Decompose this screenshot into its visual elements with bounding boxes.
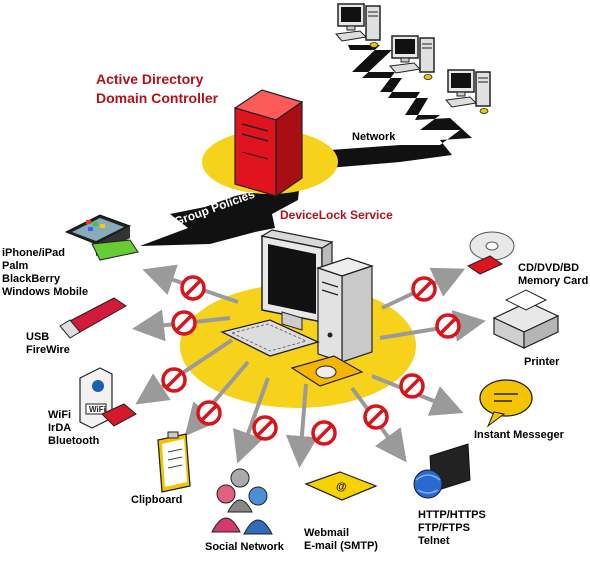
protocols-line2: FTP/FTPS — [418, 522, 470, 534]
network-label: Network — [352, 131, 396, 143]
active-directory-line2: Domain Controller — [96, 90, 219, 106]
wireless-line3: Bluetooth — [48, 435, 100, 447]
removable-media-label: CD/DVD/BD Memory Card — [518, 262, 588, 288]
wireless-line2: IrDA — [48, 422, 72, 434]
usb-label: USB FireWire — [26, 331, 70, 357]
globe-icon — [413, 443, 471, 499]
usb-line2: FireWire — [26, 344, 70, 356]
block-icon — [363, 404, 389, 430]
webmail-line1: Webmail — [304, 527, 350, 539]
instant-messenger-label: Instant Messeger — [474, 429, 564, 441]
protocols-line3: Telnet — [418, 535, 450, 547]
usb-stick-icon — [59, 297, 127, 339]
workstation-icon — [445, 69, 491, 115]
usb-line1: USB — [26, 331, 50, 343]
active-directory-label: Active Directory Domain Controller — [96, 70, 218, 108]
active-directory-line1: Active Directory — [96, 71, 204, 87]
printer-icon — [492, 289, 560, 349]
central-computer-icon — [220, 229, 374, 387]
devicelock-service-label: DeviceLock Service — [280, 208, 393, 222]
internet-protocols-label: HTTP/HTTPS FTP/FTPS Telnet — [418, 509, 486, 548]
social-network-label: Social Network — [205, 541, 284, 553]
block-icon — [311, 420, 337, 446]
svg-text:@: @ — [336, 481, 347, 493]
printer-label: Printer — [524, 356, 560, 368]
block-icon — [161, 367, 187, 393]
webmail-label: Webmail E-mail (SMTP) — [304, 527, 378, 553]
workstation-icon — [389, 35, 435, 81]
wifi-badge-label: WiFi — [89, 405, 106, 414]
block-icon — [411, 276, 437, 302]
clipboard-icon — [157, 431, 191, 493]
cd-icon — [466, 231, 515, 275]
media-line1: CD/DVD/BD — [518, 262, 580, 274]
webmail-line2: E-mail (SMTP) — [304, 540, 378, 552]
envelope-icon: @ — [304, 471, 378, 501]
pda-icon — [64, 214, 139, 261]
block-icon — [196, 400, 222, 426]
mobile-line1: iPhone/iPad — [2, 247, 65, 259]
protocols-line1: HTTP/HTTPS — [418, 509, 486, 521]
mobile-line3: BlackBerry — [2, 273, 61, 285]
social-network-icon — [211, 468, 273, 535]
wireless-label: WiFi IrDA Bluetooth — [48, 409, 99, 448]
network-cable — [140, 45, 472, 246]
block-icon — [252, 415, 278, 441]
block-icon — [180, 275, 206, 301]
chat-bubble-icon — [479, 379, 533, 428]
mobile-line2: Palm — [2, 260, 29, 272]
mobile-devices-label: iPhone/iPad Palm BlackBerry Windows Mobi… — [2, 247, 88, 299]
mobile-line4: Windows Mobile — [2, 286, 89, 298]
wireless-line1: WiFi — [48, 409, 72, 421]
media-line2: Memory Card — [518, 275, 589, 287]
block-icon — [399, 373, 425, 399]
block-icon — [171, 310, 197, 336]
clipboard-label: Clipboard — [131, 494, 183, 506]
workstation-icon — [335, 3, 381, 49]
block-icon — [435, 313, 461, 339]
server-icon — [233, 89, 304, 198]
wifi-device-icon — [79, 367, 137, 429]
